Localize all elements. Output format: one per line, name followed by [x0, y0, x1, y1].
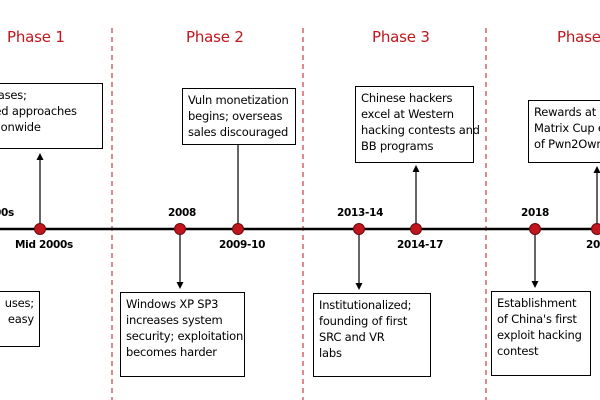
box-line: begins; overseas: [188, 109, 283, 123]
milestone-marker: [174, 223, 186, 235]
box-line: Matrix Cup exceed those: [534, 121, 600, 135]
box-line: Institutionalized;: [319, 298, 412, 312]
date-label: 2009-10: [219, 239, 266, 251]
milestone-box: Establishment of China's first exploit h…: [491, 291, 591, 376]
box-line: of China's first: [497, 312, 577, 326]
date-label: 2008: [168, 207, 197, 219]
box-line: Establishment: [497, 296, 577, 310]
box-line: increases system: [126, 313, 223, 327]
arrow-head: [36, 153, 44, 160]
milestone-marker: [410, 223, 422, 235]
box-line: Vuln monetization: [188, 93, 289, 107]
milestone-box: Windows XP SP3 increases system security…: [120, 292, 245, 377]
box-line: exploit hacking: [497, 328, 582, 342]
box-line: sales discouraged: [188, 125, 289, 139]
box-line: documented approaches: [0, 104, 77, 118]
milestone-marker: [353, 223, 365, 235]
milestone-box: Chinese hackers excel at Western hacking…: [355, 86, 480, 163]
box-line: founding of first: [319, 314, 408, 328]
phase-3-title: Phase 3: [372, 28, 430, 46]
box-line: spread nationwide: [0, 120, 41, 134]
date-label: 2014-17: [397, 239, 444, 251]
milestone-box: Vuln databases; documented approaches sp…: [0, 83, 103, 149]
box-line: becomes harder: [126, 345, 217, 359]
milestone-marker: [529, 223, 541, 235]
box-line: SRC and VR: [319, 330, 385, 344]
milestone-box: Rewards at China's Matrix Cup exceed tho…: [528, 100, 600, 163]
arrow-head: [355, 283, 363, 290]
box-line: Windows XP SP3: [126, 297, 219, 311]
arrow-head: [593, 166, 600, 173]
box-line: excel at Western: [361, 107, 454, 121]
date-label: 2018: [521, 207, 550, 219]
arrow-head: [531, 281, 539, 288]
date-label: 2000s: [0, 207, 14, 219]
box-line: Vuln databases;: [0, 88, 27, 102]
milestone-box: Vuln monetization begins; overseas sales…: [182, 88, 296, 145]
box-line: labs: [319, 346, 342, 360]
milestone-marker: [34, 223, 46, 235]
arrow-head: [412, 165, 420, 172]
box-line: BB programs: [361, 139, 434, 153]
phase-1-title: Phase 1: [7, 28, 65, 46]
milestone-box: uses; easy: [0, 291, 40, 347]
milestone-box: Institutionalized; founding of first SRC…: [313, 293, 431, 377]
box-line: security; exploitation: [126, 329, 244, 343]
milestone-marker: [232, 223, 244, 235]
date-label: 2013-14: [337, 207, 384, 219]
box-line: hacking contests and: [361, 123, 480, 137]
box-line: easy: [7, 312, 34, 326]
arrow-head: [176, 282, 184, 289]
date-label: 2020: [586, 239, 600, 251]
phase-2-title: Phase 2: [186, 28, 244, 46]
box-line: contest: [497, 344, 539, 358]
box-line: Chinese hackers: [361, 91, 453, 105]
phase-4-title: Phase 4: [557, 28, 600, 46]
date-label: Mid 2000s: [15, 239, 73, 251]
milestone-marker: [591, 223, 600, 235]
box-line: Rewards at China's: [534, 105, 600, 119]
box-line: of Pwn2Own: [534, 137, 600, 151]
box-line: uses;: [4, 296, 34, 310]
